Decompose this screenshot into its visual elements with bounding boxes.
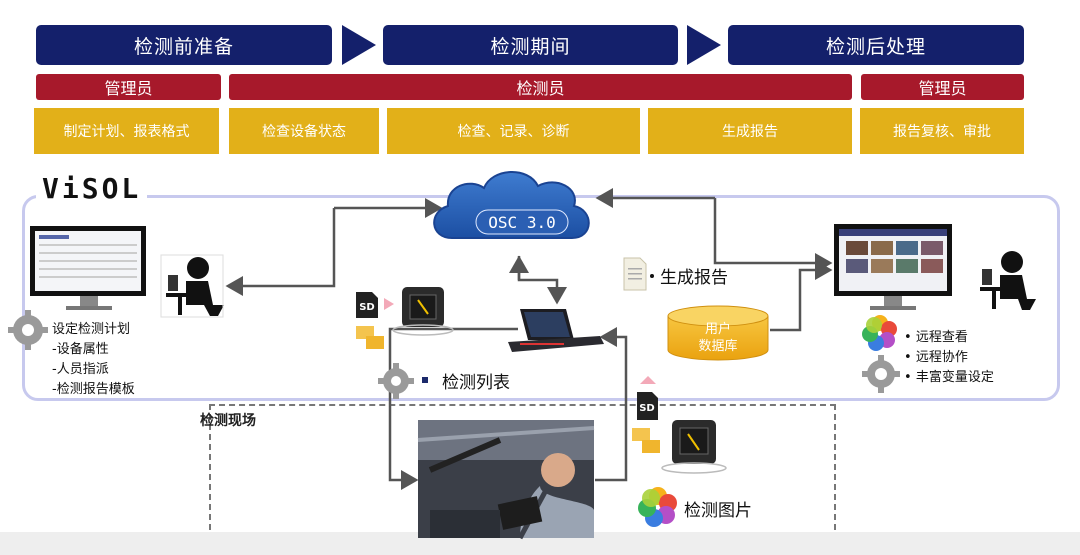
- connector-cloud-right-monitor: [713, 198, 833, 273]
- bullet-icon: [650, 274, 654, 278]
- task-inspect: 检查、记录、诊断: [387, 108, 640, 154]
- document-icon: [623, 257, 647, 291]
- task-plan: 制定计划、报表格式: [34, 108, 219, 154]
- connector-lines: [225, 188, 833, 490]
- role-label: 检测员: [516, 79, 565, 98]
- connector-cloud-laptop: [517, 256, 567, 305]
- connector-cloud-left-user: [225, 208, 336, 296]
- inspection-site-label: 检测现场: [200, 413, 256, 429]
- role-label: 管理员: [918, 79, 967, 98]
- role-admin-pre: 管理员: [36, 74, 221, 100]
- task-review: 报告复核、审批: [860, 108, 1024, 154]
- left-monitor-icon: [30, 226, 146, 310]
- list-item-text: 远程协作: [915, 350, 968, 365]
- photos-icon: [862, 315, 897, 351]
- inspection-images-label: 检测图片: [684, 501, 752, 521]
- database-label-line: 数据库: [698, 339, 738, 354]
- sd-card-icon: [637, 392, 658, 420]
- list-item: -检测报告模板: [52, 382, 135, 397]
- task-label: 检查、记录、诊断: [457, 124, 570, 140]
- list-item-text: 远程查看: [915, 330, 968, 345]
- connector-db-monitor: [770, 260, 833, 332]
- bullet-icon: [422, 377, 428, 383]
- database-icon: [667, 305, 769, 361]
- right-monitor-icon: [834, 224, 952, 310]
- folder-icon: [356, 326, 384, 349]
- inspection-device-icon: [661, 420, 727, 474]
- folder-icon: [632, 428, 660, 453]
- task-check-device: 检查设备状态: [229, 108, 379, 154]
- inspection-list-label: 检测列表: [442, 373, 510, 393]
- gear-icon: [8, 310, 48, 350]
- phase-during-inspection: 检测期间: [383, 25, 678, 65]
- connector-laptop-site: [388, 327, 518, 490]
- chevron-arrow-icon: [687, 25, 721, 65]
- sd-label: SD: [639, 403, 655, 414]
- sd-label: SD: [359, 302, 375, 313]
- visol-title: ViSOL: [36, 172, 148, 205]
- phase-pre-inspection: 检测前准备: [36, 25, 332, 65]
- gear-icon: [378, 363, 414, 399]
- database-label: 用户 数据库: [668, 321, 768, 355]
- cloud-label: OSC 3.0: [488, 213, 555, 232]
- task-label: 生成报告: [722, 124, 778, 140]
- database-label-line: 用户: [704, 322, 731, 337]
- list-item: -人员指派: [52, 362, 109, 377]
- task-label: 制定计划、报表格式: [63, 124, 190, 140]
- phase-post-inspection: 检测后处理: [728, 25, 1024, 65]
- task-report: 生成报告: [648, 108, 852, 154]
- list-item: 设定检测计划: [52, 322, 131, 337]
- task-label: 检查设备状态: [262, 124, 346, 140]
- photos-icon: [638, 487, 677, 527]
- list-item: • 远程协作: [904, 350, 968, 365]
- right-feature-list: • 远程查看 • 远程协作 • 丰富变量设定: [904, 328, 994, 388]
- bottom-band: [0, 532, 1080, 555]
- phase-label: 检测后处理: [825, 35, 926, 58]
- list-item-text: 丰富变量设定: [915, 370, 994, 385]
- left-feature-list: 设定检测计划 -设备属性 -人员指派 -检测报告模板: [52, 320, 135, 400]
- role-inspector: 检测员: [229, 74, 852, 100]
- gear-icon: [862, 355, 900, 393]
- cloud-icon: [433, 171, 590, 239]
- inspection-photo: [417, 420, 595, 540]
- sd-card-icon: [356, 292, 378, 318]
- laptop-icon: [508, 309, 604, 352]
- connector-site-laptop: [595, 327, 628, 482]
- chevron-arrow-icon: [342, 25, 376, 65]
- pink-arrow-icon: [384, 298, 394, 310]
- generate-report-label: 生成报告: [660, 268, 728, 288]
- role-label: 管理员: [104, 79, 153, 98]
- phase-label: 检测前准备: [133, 35, 234, 58]
- list-item: • 丰富变量设定: [904, 370, 994, 385]
- task-label: 报告复核、审批: [893, 124, 991, 140]
- phase-label: 检测期间: [490, 35, 571, 58]
- role-admin-post: 管理员: [861, 74, 1024, 100]
- inspection-device-icon: [392, 287, 454, 336]
- list-item: -设备属性: [52, 342, 109, 357]
- list-item: • 远程查看: [904, 330, 968, 345]
- pink-arrow-icon: [640, 376, 656, 384]
- right-user-desk-icon: [980, 251, 1036, 310]
- left-user-desk-icon: [160, 254, 224, 318]
